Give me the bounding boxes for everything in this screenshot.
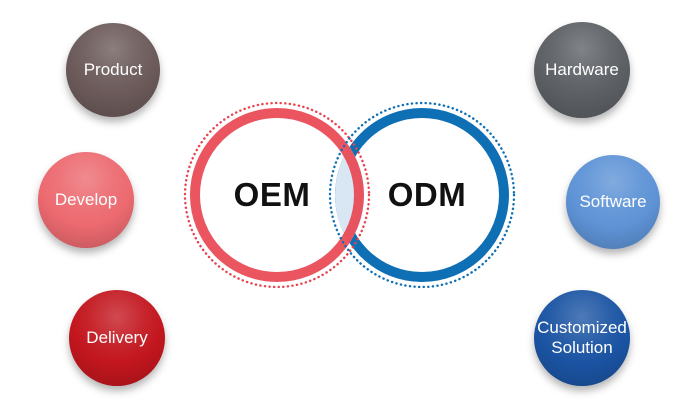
oem-dotted-ring <box>183 101 371 289</box>
oem-ring <box>190 108 364 282</box>
ball-customized-solution-label: Customized Solution <box>537 317 627 357</box>
ball-software: Software <box>566 155 660 249</box>
ball-product-label: Product <box>83 59 143 79</box>
ball-product: Product <box>66 23 160 117</box>
oem-label: OEM <box>233 176 311 213</box>
ball-develop-label: Develop <box>54 189 118 209</box>
ball-hardware-label: Hardware <box>545 59 619 79</box>
ball-develop: Develop <box>38 152 134 248</box>
odm-dotted-ring <box>328 101 516 289</box>
ball-hardware: Hardware <box>534 22 630 118</box>
ball-software-label: Software <box>579 191 647 211</box>
ball-delivery: Delivery <box>69 290 165 386</box>
ball-customized-solution: Customized Solution <box>534 290 630 386</box>
odm-label: ODM <box>387 176 467 213</box>
ball-delivery-label: Delivery <box>86 327 148 347</box>
